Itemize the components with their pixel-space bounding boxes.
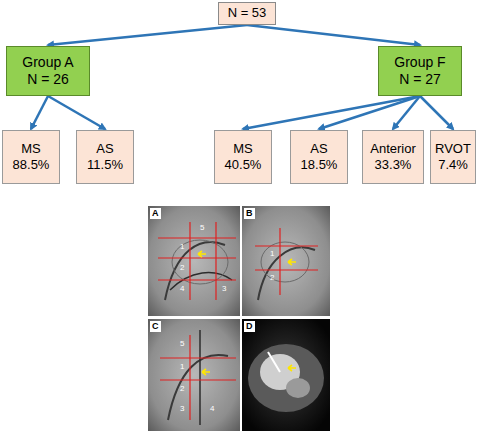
panel-letter: A (150, 208, 161, 219)
node-text: 40.5% (225, 157, 262, 173)
group-box: Group AN = 26 (6, 46, 90, 96)
node-text: 18.5% (301, 157, 338, 173)
group-box: Group FN = 27 (378, 46, 462, 96)
callout-number: 4 (180, 285, 184, 293)
callout-number: 2 (180, 385, 184, 393)
ct-panel (242, 319, 330, 431)
node-text: N = 27 (399, 71, 441, 89)
root-box: N = 53 (218, 2, 276, 25)
panel-letter: B (244, 208, 255, 219)
tree-arrow (420, 96, 453, 129)
fluoro-panel (148, 206, 240, 316)
tree-arrow (243, 96, 420, 129)
node-text: 33.3% (375, 157, 412, 173)
node-text: Anterior (370, 141, 416, 157)
result-box: Anterior33.3% (362, 130, 424, 184)
result-box: AS18.5% (290, 130, 348, 184)
result-box: AS11.5% (76, 130, 134, 184)
callout-number: 1 (180, 243, 184, 251)
tree-arrow (319, 96, 420, 129)
tree-arrow (31, 96, 48, 129)
node-text: AS (310, 141, 327, 157)
tree-arrow (48, 25, 247, 45)
node-text: Group A (22, 54, 73, 72)
panel-letter: C (150, 321, 161, 332)
callout-number: 1 (270, 250, 274, 258)
callout-number: 2 (270, 274, 274, 282)
node-text: RVOT (435, 141, 471, 157)
callout-number: 1 (180, 363, 184, 371)
node-text: 88.5% (13, 157, 50, 173)
node-text: N = 26 (27, 71, 69, 89)
callout-number: 2 (180, 264, 184, 272)
result-box: MS40.5% (214, 130, 272, 184)
tree-arrow (247, 25, 420, 45)
node-text: Group F (394, 54, 445, 72)
result-box: RVOT7.4% (430, 130, 476, 184)
tree-arrow (393, 96, 420, 129)
result-box: MS88.5% (2, 130, 60, 184)
node-text: N = 53 (228, 5, 267, 21)
panel-letter: D (244, 321, 255, 332)
callout-number: 4 (210, 405, 214, 413)
node-text: 7.4% (438, 157, 468, 173)
callout-number: 3 (222, 285, 226, 293)
node-text: AS (96, 141, 113, 157)
node-text: 11.5% (87, 157, 123, 173)
callout-number: 3 (180, 405, 184, 413)
callout-number: 5 (180, 340, 184, 348)
callout-number: 5 (200, 224, 204, 232)
node-text: MS (233, 141, 253, 157)
tree-arrow (48, 96, 105, 129)
node-text: MS (21, 141, 41, 157)
fluoro-panel (148, 319, 240, 431)
fluoro-panel (242, 206, 330, 316)
